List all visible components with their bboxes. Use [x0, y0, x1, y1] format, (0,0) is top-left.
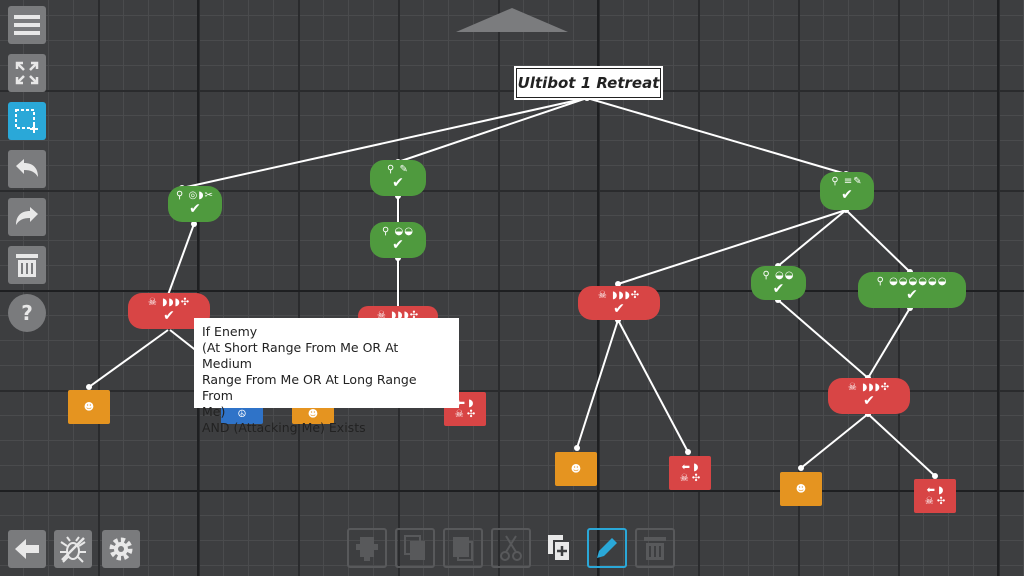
back-button[interactable] — [8, 530, 46, 568]
copy-icon — [450, 534, 476, 562]
condition-icons: ⚲ ✎ — [387, 164, 409, 175]
condition-icons: ⚲ ◒◒◒◒◒◒ — [876, 276, 948, 287]
pencil-icon — [594, 535, 620, 561]
target-node[interactable]: ☠ ◗◗◗✣ ✔ — [578, 286, 660, 320]
move-action-leaf[interactable]: ☻ — [780, 472, 822, 506]
condition-icons: ⚲ ◒◒ — [382, 226, 414, 237]
target-icons: ☠ ◗◗◗✣ — [376, 310, 420, 321]
condition-icons: ⚲ ◒◒ — [762, 270, 795, 281]
tooltip-line: (At Short Range From Me OR At Medium — [202, 340, 403, 371]
undo-icon — [14, 158, 40, 180]
condition-icons: ⚲ ≡✎ — [831, 176, 863, 187]
target-node[interactable]: ☠ ◗◗◗✣ ✔ — [828, 378, 910, 414]
target-icons: ☠ ◗◗◗✣ — [597, 290, 641, 301]
condition-node[interactable]: ⚲ ◎◗✂ ✔ — [168, 186, 222, 222]
check-icon: ✔ — [613, 301, 625, 317]
select-box-button[interactable] — [8, 102, 46, 140]
root-label: Ultibot 1 Retreat — [517, 74, 660, 92]
copy-button[interactable] — [443, 528, 483, 568]
trash-icon — [15, 252, 39, 278]
menu-button[interactable] — [8, 6, 46, 44]
target-icons: ☠ ◗◗◗✣ — [147, 297, 191, 308]
duplicate-button[interactable] — [395, 528, 435, 568]
settings-button[interactable] — [102, 530, 140, 568]
condition-node[interactable]: ⚲ ≡✎ ✔ — [820, 172, 874, 210]
gear-icon — [107, 535, 135, 563]
check-icon: ✔ — [906, 287, 918, 303]
debug-button[interactable] — [54, 530, 92, 568]
check-icon: ✔ — [392, 237, 404, 253]
move-action-leaf[interactable]: ☻ — [292, 404, 334, 424]
condition-node[interactable]: ⚲ ◒◒ ✔ — [370, 222, 426, 258]
back-arrow-icon — [13, 538, 41, 560]
target-action-leaf[interactable]: ⬅ ◗ ☠ ✣ — [669, 456, 711, 490]
move-action-leaf[interactable]: ☻ — [68, 390, 110, 424]
check-icon: ✔ — [189, 201, 201, 217]
tooltip-line: AND (Attacking Me) Exists — [202, 420, 366, 435]
help-button[interactable]: ? — [8, 294, 46, 332]
check-icon: ✔ — [841, 187, 853, 203]
duplicate-icon — [402, 534, 428, 562]
redo-button[interactable] — [8, 198, 46, 236]
condition-tooltip: If Enemy (At Short Range From Me OR At M… — [194, 318, 459, 435]
menu-icon — [14, 14, 40, 36]
tooltip-line: If Enemy — [202, 324, 258, 339]
undo-button[interactable] — [8, 150, 46, 188]
target-icons: ☠ ✣ — [679, 473, 701, 484]
condition-node[interactable]: ⚲ ◒◒ ✔ — [751, 266, 806, 300]
tooltip-line: Me) — [202, 404, 226, 419]
cut-button[interactable] — [491, 528, 531, 568]
target-icons: ☠ ◗◗◗✣ — [847, 382, 891, 393]
grid-line — [0, 290, 1024, 292]
condition-node[interactable]: ⚲ ◒◒◒◒◒◒ ✔ — [858, 272, 966, 308]
tooltip-line: Range From Me OR At Long Range From — [202, 372, 421, 403]
robot-icon: ☻ — [307, 408, 319, 420]
help-icon: ? — [8, 294, 46, 332]
move-icons: ⬅ ◗ — [681, 462, 699, 473]
check-icon: ✔ — [163, 308, 175, 324]
delete-button[interactable] — [635, 528, 675, 568]
condition-node[interactable]: ⚲ ✎ ✔ — [370, 160, 426, 196]
cut-icon — [498, 534, 524, 562]
edit-button[interactable] — [587, 528, 627, 568]
target-icons: ☠ ✣ — [454, 409, 476, 420]
fit-view-icon — [15, 61, 39, 85]
condition-icons: ⚲ ◎◗✂ — [176, 190, 214, 201]
target-action-leaf[interactable]: ⬅ ◗ ☠ ✣ — [914, 479, 956, 513]
add-node-icon — [354, 534, 380, 562]
paste-button[interactable] — [539, 528, 579, 568]
select-box-icon — [14, 108, 40, 134]
svg-text:?: ? — [21, 301, 33, 325]
trash-button[interactable] — [8, 246, 46, 284]
root-node[interactable]: Ultibot 1 Retreat — [516, 68, 661, 98]
add-node-button[interactable] — [347, 528, 387, 568]
check-icon: ✔ — [863, 393, 875, 409]
move-action-leaf[interactable]: ☻ — [555, 452, 597, 486]
redo-icon — [14, 206, 40, 228]
debug-bug-icon — [58, 534, 88, 564]
delete-icon — [643, 535, 667, 561]
move-icons: ⬅ ◗ — [456, 398, 474, 409]
target-icons: ☠ ✣ — [924, 496, 946, 507]
scroll-up-handle[interactable] — [456, 6, 568, 32]
fit-view-button[interactable] — [8, 54, 46, 92]
robot-icon: ☻ — [570, 463, 582, 475]
grid-line — [0, 490, 1024, 492]
peace-action-leaf[interactable]: ☮ — [221, 404, 263, 424]
grid-line — [997, 0, 999, 576]
check-icon: ✔ — [772, 281, 785, 297]
robot-icon: ☻ — [795, 483, 807, 495]
check-icon: ✔ — [392, 175, 404, 191]
paste-icon — [545, 533, 573, 563]
robot-icon: ☻ — [83, 401, 95, 413]
peace-icon: ☮ — [237, 408, 247, 420]
grid-line — [197, 0, 199, 576]
move-icons: ⬅ ◗ — [926, 485, 944, 496]
